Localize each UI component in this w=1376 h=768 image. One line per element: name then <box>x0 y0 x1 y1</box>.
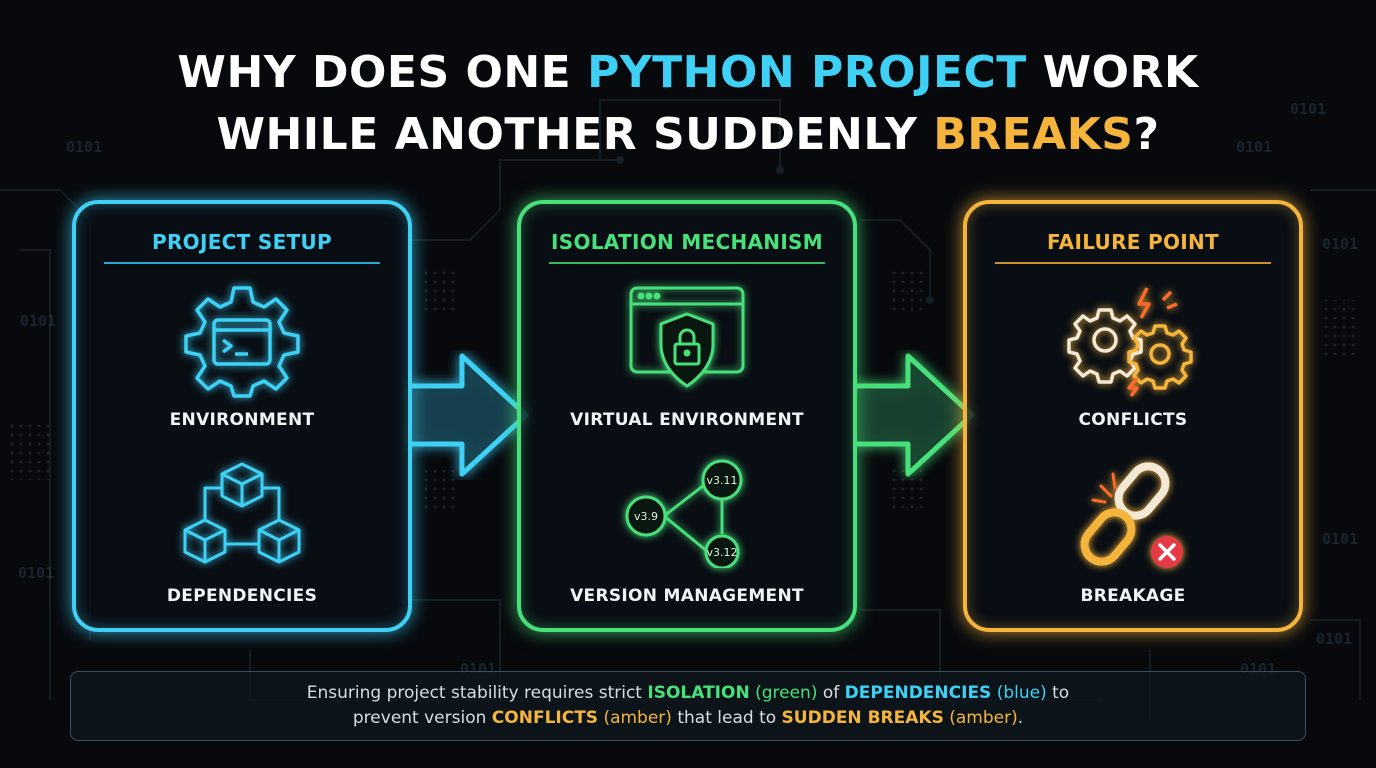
header-divider <box>104 262 380 264</box>
keyword-dependencies: DEPENDENCIES <box>844 683 992 703</box>
summary-box: Ensuring project stability requires stri… <box>70 671 1306 741</box>
binary-decoration: 0101 <box>1322 530 1359 548</box>
keyword-sudden-breaks: SUDDEN BREAKS <box>781 708 944 728</box>
item-label: ENVIRONMENT <box>169 410 315 430</box>
header-divider <box>995 262 1271 264</box>
binary-decoration: 0101 <box>66 138 103 156</box>
card-project-setup: PROJECT SETUP ENVIRONMENT DEPENDENCIES <box>72 200 412 632</box>
binary-decoration: 0101 <box>1290 100 1327 118</box>
card-header: FAILURE POINT <box>1047 230 1219 254</box>
item-label: BREAKAGE <box>1080 586 1186 606</box>
header-divider <box>549 262 825 264</box>
cubes-dependencies-icon <box>179 458 305 574</box>
arrow-right-icon <box>408 353 529 477</box>
card-isolation-mechanism: ISOLATION MECHANISM VIRTUAL ENVIRONMENT … <box>517 200 857 632</box>
binary-decoration: 0101 <box>1322 235 1359 253</box>
item-label: DEPENDENCIES <box>166 586 318 606</box>
summary-line-1: Ensuring project stability requires stri… <box>306 683 1070 703</box>
item-label: VIRTUAL ENVIRONMENT <box>570 410 804 430</box>
card-failure-point: FAILURE POINT CONFLICTS BREAKAGE <box>963 200 1303 632</box>
binary-decoration: 0101 <box>20 312 57 330</box>
binary-decoration: 0101 <box>18 564 55 582</box>
card-header: PROJECT SETUP <box>152 230 332 254</box>
arrow-right-icon <box>854 353 975 477</box>
title-highlight-breaks: BREAKS <box>933 109 1134 160</box>
page-title: WHY DOES ONE PYTHON PROJECT WORK WHILE A… <box>0 42 1376 166</box>
version-label-3-11: v3.11 <box>706 474 737 487</box>
title-highlight-python-project: PYTHON PROJECT <box>587 47 1027 98</box>
title-line-2: WHILE ANOTHER SUDDENLY BREAKS? <box>216 109 1160 160</box>
card-header: ISOLATION MECHANISM <box>551 230 823 254</box>
item-label: VERSION MANAGEMENT <box>570 586 804 606</box>
version-network-icon: v3.11 v3.9 v3.12 <box>622 458 752 568</box>
binary-decoration: 0101 <box>1236 138 1273 156</box>
gear-terminal-icon <box>182 282 302 400</box>
binary-decoration: 0101 <box>1316 630 1353 648</box>
clashing-gears-icon <box>1067 282 1199 398</box>
keyword-isolation: ISOLATION <box>647 683 750 703</box>
title-line-1: WHY DOES ONE PYTHON PROJECT WORK <box>177 47 1199 98</box>
broken-chain-icon <box>1067 458 1199 574</box>
item-label: CONFLICTS <box>1078 410 1188 430</box>
browser-shield-lock-icon <box>625 282 749 398</box>
version-label-3-9: v3.9 <box>634 510 658 523</box>
summary-line-2: prevent version CONFLICTS (amber) that l… <box>352 708 1024 728</box>
version-label-3-12: v3.12 <box>706 546 737 559</box>
keyword-conflicts: CONFLICTS <box>491 708 599 728</box>
